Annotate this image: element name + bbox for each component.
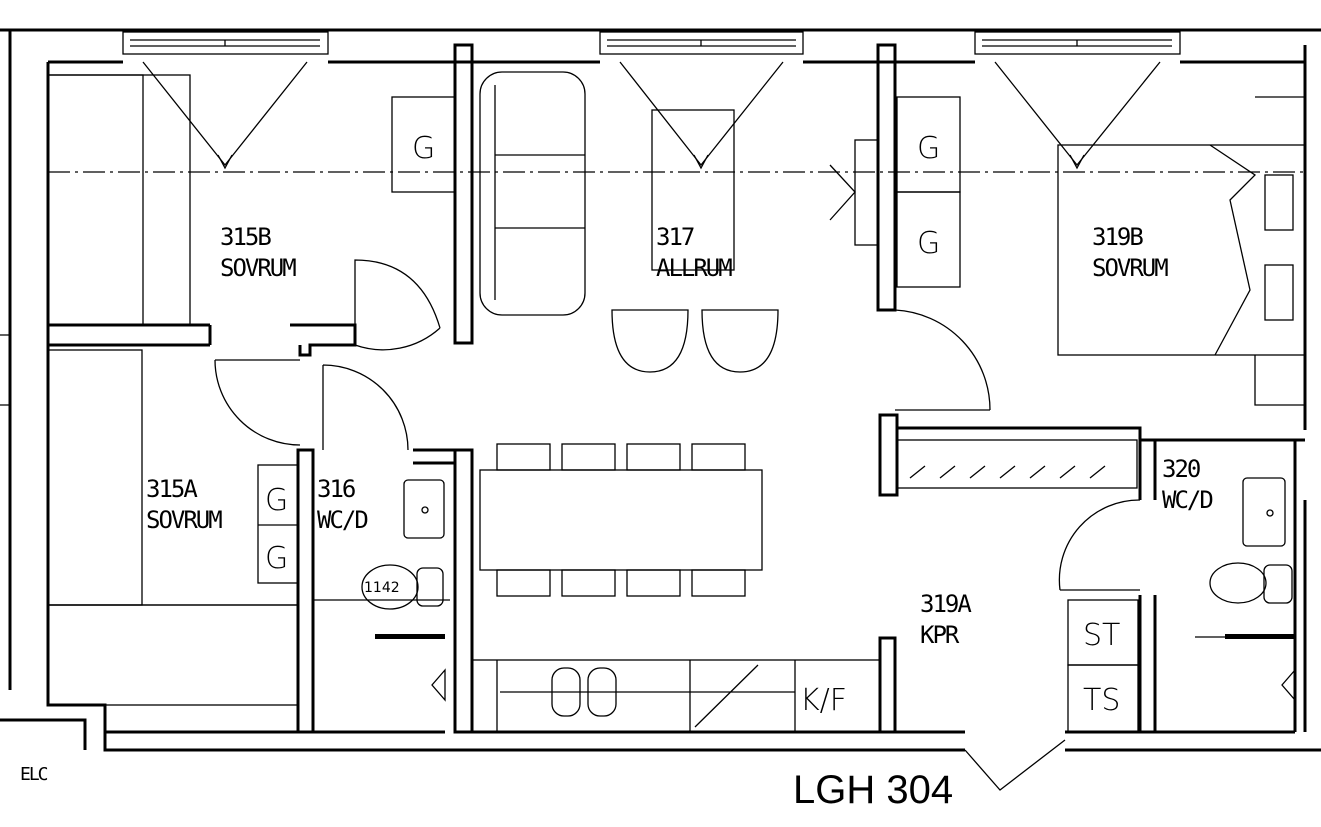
svg-text:317: 317 xyxy=(656,223,694,251)
svg-text:320: 320 xyxy=(1162,455,1200,483)
svg-text:SOVRUM: SOVRUM xyxy=(146,506,222,534)
furniture xyxy=(47,71,1306,733)
stove-label: ST xyxy=(1083,618,1120,653)
room-315b: 315B SOVRUM xyxy=(220,223,298,282)
svg-text:315B: 315B xyxy=(220,223,271,251)
wardrobe-label: G xyxy=(917,131,940,166)
svg-text:WC/D: WC/D xyxy=(317,506,367,534)
windows xyxy=(122,31,1181,170)
wardrobe-label: G xyxy=(265,541,288,576)
svg-text:WC/D: WC/D xyxy=(1162,486,1212,514)
wardrobe-label: G xyxy=(265,483,288,518)
svg-text:319B: 319B xyxy=(1092,223,1143,251)
dryer-label: TS xyxy=(1083,683,1120,718)
room-319a: 319A KPR xyxy=(920,590,974,649)
svg-text:SOVRUM: SOVRUM xyxy=(1092,254,1168,282)
wardrobe-label: G xyxy=(412,131,435,166)
wardrobe-label: G xyxy=(917,226,940,261)
dimension-label: 1142 xyxy=(364,580,400,596)
corner-label: ELC xyxy=(20,764,48,785)
doors xyxy=(214,259,1141,791)
room-319b: 319B SOVRUM xyxy=(1092,223,1170,282)
fridge-freezer-label: K/F xyxy=(800,683,847,718)
exterior-walls xyxy=(0,28,1321,752)
svg-text:315A: 315A xyxy=(146,475,198,503)
svg-text:KPR: KPR xyxy=(920,621,960,649)
svg-text:319A: 319A xyxy=(920,590,972,618)
svg-text:SOVRUM: SOVRUM xyxy=(220,254,296,282)
apartment-label: LGH 304 xyxy=(793,768,953,812)
room-315a: 315A SOVRUM xyxy=(146,475,224,534)
svg-text:316: 316 xyxy=(317,475,355,503)
svg-text:ALLRUM: ALLRUM xyxy=(656,254,732,282)
